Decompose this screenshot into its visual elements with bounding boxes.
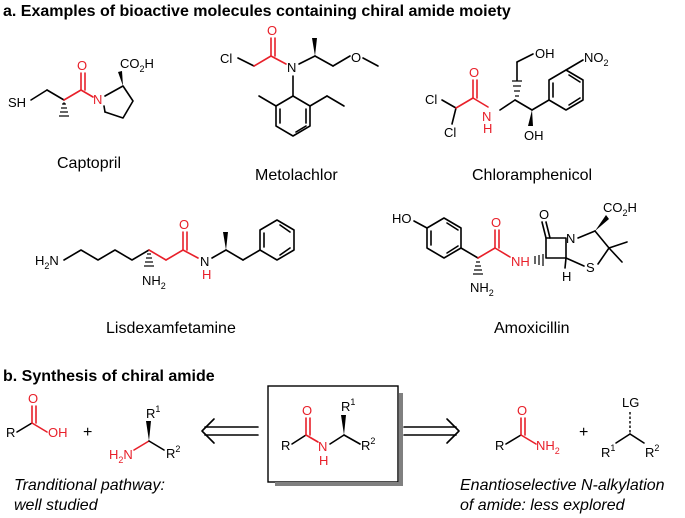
metolachlor-label: Metolachlor <box>255 167 338 184</box>
alkyl-electrophile-structure: LG R1 R2 <box>601 395 659 460</box>
atom-n: N <box>287 60 296 75</box>
chloramphenicol-label: Chloramphenicol <box>472 167 592 184</box>
enantioselective-pathway-line1: Enantioselective N-alkylation <box>460 477 665 494</box>
atom-cl: Cl <box>220 51 232 66</box>
lisdexamfetamine-label: Lisdexamfetamine <box>106 320 236 337</box>
atom-r2: R2 <box>645 443 659 460</box>
plus-sign-2: + <box>579 424 588 441</box>
atom-lg: LG <box>622 395 639 410</box>
atom-r1: R1 <box>341 397 355 414</box>
atom-o: O <box>267 23 277 38</box>
atom-o: O <box>179 217 189 232</box>
carboxylic-acid-structure: R O OH <box>6 391 68 440</box>
atom-sh: SH <box>8 95 26 110</box>
atom-o: O <box>302 403 312 418</box>
atom-cl-2: Cl <box>444 125 456 140</box>
atom-oh: OH <box>535 46 555 61</box>
atom-h2n: H2N <box>35 253 59 271</box>
lisdexamfetamine-structure: H2N NH2 O N H <box>35 217 295 291</box>
atom-r: R <box>495 438 504 453</box>
atom-nh2: NH2 <box>536 438 560 456</box>
atom-o-lactam: O <box>539 207 549 222</box>
atom-h2n: H2N <box>109 447 133 465</box>
atom-n: N <box>93 92 102 107</box>
atom-cl: Cl <box>425 92 437 107</box>
atom-o: O <box>77 58 87 73</box>
atom-n: N <box>200 254 209 269</box>
atom-r1: R1 <box>601 443 615 460</box>
atom-nh-h: H <box>202 267 211 282</box>
primary-amide-structure: R O NH2 <box>495 403 560 456</box>
atom-n-ring: N <box>566 231 575 246</box>
atom-r: R <box>6 425 15 440</box>
metolachlor-structure: Cl O N O <box>220 23 379 137</box>
atom-nh: NH <box>511 254 530 269</box>
atom-n: N <box>318 439 327 454</box>
atom-o-ether: O <box>351 50 361 65</box>
atom-nh2: NH2 <box>470 280 494 298</box>
atom-nh-h: H <box>483 121 492 136</box>
amoxicillin-structure: HO NH2 O NH O N H S CO2H <box>392 200 637 298</box>
enantioselective-pathway-line2: of amide: less explored <box>460 497 626 514</box>
target-amide-box: R O N H R1 R2 <box>267 385 403 486</box>
atom-ho: HO <box>392 211 412 226</box>
chiral-amine-structure: H2N R1 R2 <box>109 404 180 465</box>
traditional-pathway-line2: well studied <box>14 497 99 514</box>
atom-r1: R1 <box>146 404 160 421</box>
section-a-heading: a. Examples of bioactive molecules conta… <box>3 3 511 20</box>
amoxicillin-label: Amoxicillin <box>494 320 570 337</box>
atom-h-bridge: H <box>562 269 571 284</box>
traditional-pathway-line1: Tranditional pathway: <box>14 477 165 494</box>
retro-arrow-left <box>201 418 259 444</box>
atom-o: O <box>491 215 501 230</box>
atom-o: O <box>469 65 479 80</box>
atom-r: R <box>281 438 290 453</box>
atom-nh2: NH2 <box>142 273 166 291</box>
captopril-label: Captopril <box>57 155 121 172</box>
chloramphenicol-structure: Cl Cl O N H OH OH NO2 <box>425 46 609 143</box>
atom-o: O <box>28 391 38 406</box>
atom-r2: R2 <box>361 436 375 453</box>
atom-nh-h: H <box>319 453 328 468</box>
captopril-structure: SH O N CO2H <box>8 56 154 119</box>
atom-r2: R2 <box>166 444 180 461</box>
atom-nh: N <box>482 109 491 124</box>
atom-co2h: CO2H <box>120 56 154 74</box>
atom-oh: OH <box>48 425 68 440</box>
atom-s: S <box>586 260 595 275</box>
atom-o: O <box>517 403 527 418</box>
atom-no2: NO2 <box>584 50 609 68</box>
retro-arrow-right <box>403 418 460 444</box>
section-b-heading: b. Synthesis of chiral amide <box>3 368 215 385</box>
plus-sign: + <box>83 424 92 441</box>
atom-co2h: CO2H <box>603 200 637 218</box>
atom-oh-2: OH <box>524 128 544 143</box>
